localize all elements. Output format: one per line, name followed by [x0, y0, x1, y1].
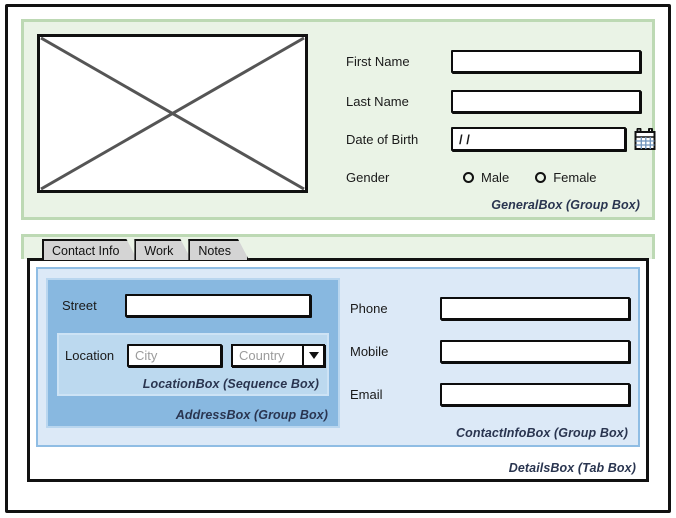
tab-contact-info-label: Contact Info	[52, 243, 120, 258]
details-box-caption: DetailsBox (Tab Box)	[508, 461, 636, 475]
phone-label: Phone	[350, 301, 388, 316]
city-placeholder: City	[135, 348, 158, 363]
mobile-input[interactable]	[440, 340, 630, 363]
first-name-input[interactable]	[451, 50, 641, 73]
calendar-icon[interactable]	[634, 128, 656, 150]
placeholder-cross-icon	[40, 37, 305, 190]
location-sequence-box: Location City Country	[57, 333, 329, 396]
radio-icon	[535, 172, 547, 183]
phone-input[interactable]	[440, 297, 630, 320]
field-row-gender: Gender Male Female	[346, 170, 597, 185]
tab-work[interactable]: Work	[134, 239, 191, 260]
field-row-mobile: Mobile	[350, 340, 630, 363]
chevron-down-icon	[308, 352, 319, 359]
location-box-caption: LocationBox (Sequence Box)	[142, 377, 319, 391]
email-label: Email	[350, 387, 383, 402]
last-name-input[interactable]	[451, 90, 641, 113]
gender-radio-group: Male Female	[463, 170, 597, 185]
field-row-first-name: First Name	[346, 50, 641, 73]
field-row-location: Location City Country	[65, 344, 325, 367]
tab-notes[interactable]: Notes	[188, 239, 249, 260]
country-combo-box[interactable]: Country	[231, 344, 325, 367]
address-box-caption: AddressBox (Group Box)	[175, 408, 328, 422]
image-placeholder[interactable]	[37, 34, 308, 193]
gender-option-male[interactable]: Male	[463, 170, 509, 185]
field-row-last-name: Last Name	[346, 90, 641, 113]
city-input[interactable]: City	[127, 344, 222, 367]
date-of-birth-input[interactable]: / /	[451, 127, 626, 151]
gender-label: Gender	[346, 170, 390, 185]
tab-work-label: Work	[144, 243, 174, 258]
address-group-box: Street Location City Country	[46, 278, 340, 428]
date-of-birth-value: / /	[459, 131, 470, 147]
location-label: Location	[65, 348, 115, 363]
field-row-phone: Phone	[350, 297, 630, 320]
radio-icon	[463, 172, 474, 183]
contact-info-group-box: Street Location City Country	[36, 267, 640, 447]
street-label: Street	[62, 298, 97, 313]
general-box-caption: GeneralBox (Group Box)	[491, 198, 640, 212]
field-row-date-of-birth: Date of Birth / /	[346, 127, 656, 151]
gender-option-female[interactable]: Female	[535, 170, 597, 185]
country-placeholder: Country	[239, 348, 285, 363]
field-row-email: Email	[350, 383, 630, 406]
country-input[interactable]: Country	[231, 344, 304, 367]
country-dropdown-button[interactable]	[304, 344, 325, 367]
email-input[interactable]	[440, 383, 630, 406]
mobile-label: Mobile	[350, 344, 389, 359]
tab-contact-info[interactable]: Contact Info	[42, 239, 137, 260]
contact-info-box-caption: ContactInfoBox (Group Box)	[455, 426, 628, 440]
gender-option-female-label: Female	[553, 170, 597, 185]
page-frame	[5, 4, 671, 513]
details-tab-box: Street Location City Country	[27, 258, 649, 482]
tab-bar: Contact Info Work Notes	[42, 238, 246, 260]
field-row-street: Street	[62, 294, 311, 317]
last-name-label: Last Name	[346, 94, 409, 109]
first-name-label: First Name	[346, 54, 410, 69]
gender-option-male-label: Male	[481, 170, 510, 185]
date-of-birth-label: Date of Birth	[346, 131, 419, 147]
tab-notes-label: Notes	[198, 243, 231, 258]
general-group-box: First Name Last Name Date of Birth / /	[21, 19, 656, 220]
street-input[interactable]	[125, 294, 311, 317]
